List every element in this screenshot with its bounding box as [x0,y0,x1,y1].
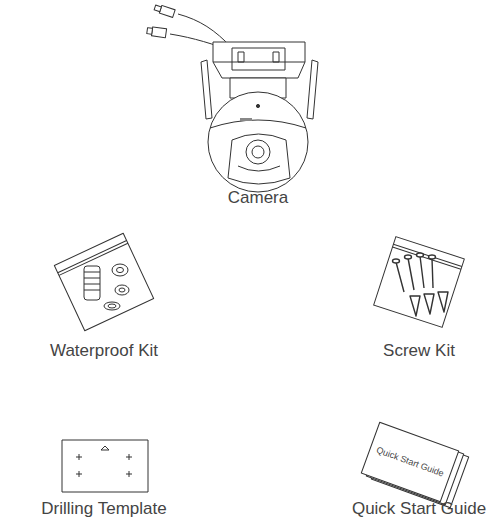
guide-booklet-illustration [361,422,468,507]
part-name: Waterproof Kit [50,341,158,361]
camera-illustration [147,4,318,192]
part-name: Screw Kit [383,341,455,361]
waterproof-parts [84,264,129,310]
part-name: Drilling Template [41,499,166,519]
waterproof-kit-illustration [54,233,153,330]
screw-kit-illustration [374,237,465,328]
part-name: Quick Start Guide [352,499,486,519]
drilling-template-illustration [62,440,148,492]
screw-parts [393,253,449,316]
part-name: Camera [228,188,288,208]
